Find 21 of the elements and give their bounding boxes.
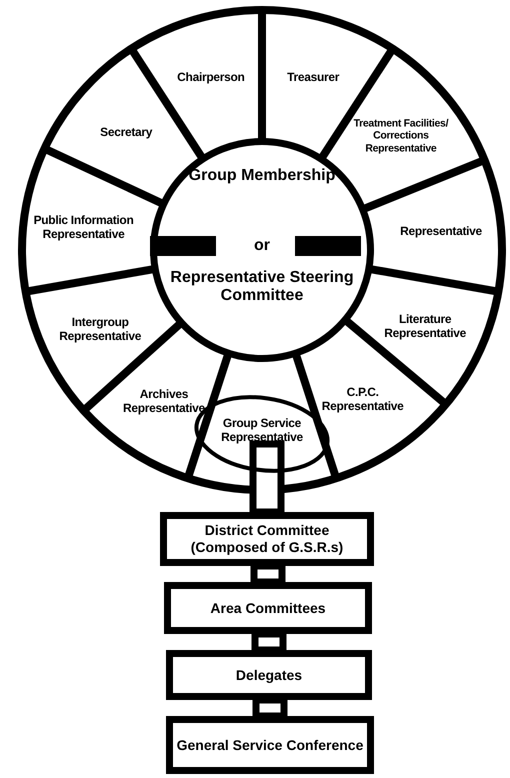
level-box xyxy=(164,582,372,634)
level-box xyxy=(160,512,374,566)
segment-label: Secretary xyxy=(74,124,178,139)
level-box xyxy=(166,716,374,774)
segment-label: Chairperson xyxy=(158,70,263,84)
segment-label: Intergroup Representative xyxy=(48,314,152,343)
hub-text: Representative Steering Committee xyxy=(169,269,355,305)
segment-label: Treatment Facilities/ Corrections Representative xyxy=(348,116,453,154)
segment-label: Literature Representative xyxy=(373,312,478,340)
hub-text: or xyxy=(253,237,271,255)
segment-label: C.P.C. Representative xyxy=(310,385,415,414)
box-label: Area Committees xyxy=(210,600,326,616)
hub-text: Group Membership xyxy=(188,167,336,185)
box-label: Delegates xyxy=(236,666,302,684)
segment-label: Public Information Representative xyxy=(32,212,136,240)
box-label: District Committee (Composed of G.S.R.s) xyxy=(190,522,344,556)
level-box xyxy=(166,650,372,700)
box-label: General Service Conference xyxy=(176,736,364,754)
segment-label: Treasurer xyxy=(261,70,366,84)
segment-label: Group Service Representative xyxy=(210,416,314,444)
segment-label: Representative xyxy=(389,224,493,238)
